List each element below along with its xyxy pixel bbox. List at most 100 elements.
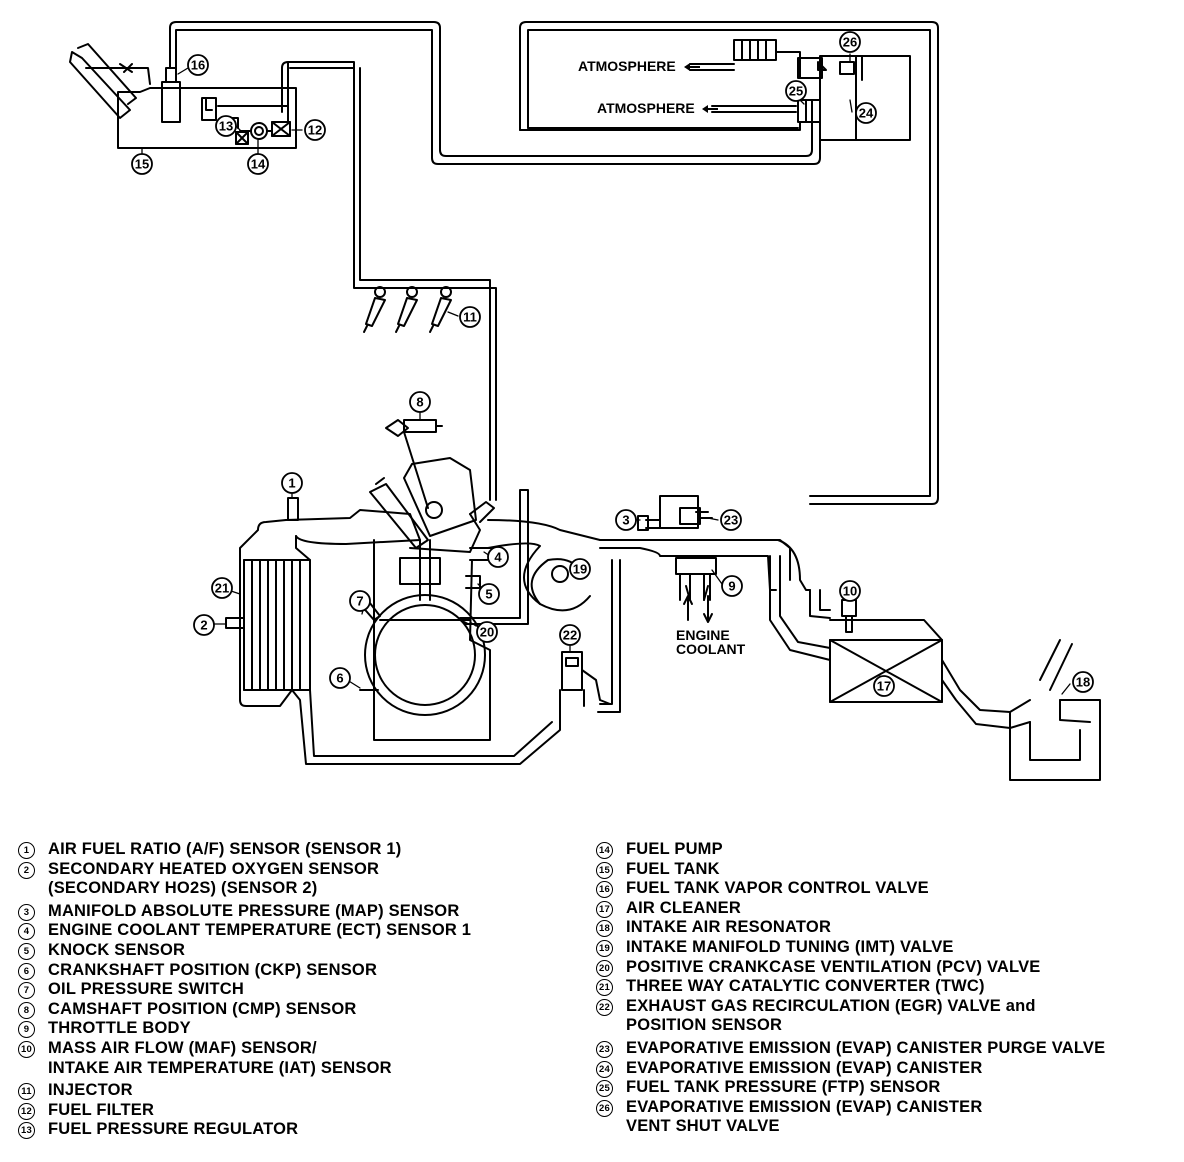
legend-text: INJECTOR xyxy=(48,1081,133,1100)
callout-26: 26 xyxy=(839,31,861,53)
legend-number: 2 xyxy=(18,861,35,879)
legend-number: 5 xyxy=(18,942,35,960)
legend-number: 19 xyxy=(596,939,613,957)
callout-25: 25 xyxy=(785,80,807,102)
callout-number: 14 xyxy=(251,157,266,172)
callout-number: 15 xyxy=(135,157,149,172)
callout-number: 18 xyxy=(1076,675,1090,690)
legend-item: 19 INTAKE MANIFOLD TUNING (IMT) VALVE xyxy=(596,938,1171,958)
legend-number: 26 xyxy=(596,1099,613,1117)
legend-item: 14 FUEL PUMP xyxy=(596,840,1171,860)
callout-21: 21 xyxy=(211,577,233,599)
air-intake xyxy=(769,555,1101,781)
legend-text: FUEL PRESSURE REGULATOR xyxy=(48,1120,299,1139)
callout-3: 3 xyxy=(615,509,637,531)
callout-number: 3 xyxy=(622,513,629,528)
legend-text: EVAPORATIVE EMISSION (EVAP) CANISTER VEN… xyxy=(626,1097,983,1136)
engine-coolant-arrows xyxy=(683,595,713,623)
callout-22: 22 xyxy=(559,624,581,646)
callout-number: 10 xyxy=(843,584,857,599)
callout-20: 20 xyxy=(476,621,498,643)
legend-number: 25 xyxy=(596,1080,613,1098)
legend-text: ENGINE COOLANT TEMPERATURE (ECT) SENSOR … xyxy=(48,921,472,940)
legend-text: MANIFOLD ABSOLUTE PRESSURE (MAP) SENSOR xyxy=(48,901,460,920)
legend-number: 18 xyxy=(596,920,613,938)
callout-number: 4 xyxy=(494,550,502,565)
callout-10: 10 xyxy=(839,580,861,602)
evap-purge-line xyxy=(519,21,939,505)
legend-text: CAMSHAFT POSITION (CMP) SENSOR xyxy=(48,999,357,1018)
callout-12: 12 xyxy=(304,119,326,141)
engine-coolant-label-1: ENGINE xyxy=(676,627,730,643)
engine-emission-system-diagram: ATMOSPHERE ATMOSPHERE ENGINE COOLANT 123… xyxy=(69,21,1101,781)
callout-number: 12 xyxy=(308,123,322,138)
legend-item: 24 EVAPORATIVE EMISSION (EVAP) CANISTER xyxy=(596,1059,1171,1079)
legend-text: INTAKE MANIFOLD TUNING (IMT) VALVE xyxy=(626,937,954,956)
legend-number: 24 xyxy=(596,1060,613,1078)
callout-number: 21 xyxy=(215,581,229,596)
legend-item: 13 FUEL PRESSURE REGULATOR xyxy=(18,1120,578,1140)
legend-text: POSITIVE CRANKCASE VENTILATION (PCV) VAL… xyxy=(626,957,1041,976)
legend-item: 8 CAMSHAFT POSITION (CMP) SENSOR xyxy=(18,1000,578,1020)
evap-canister xyxy=(689,39,911,141)
legend-number: 12 xyxy=(18,1102,35,1120)
egr-valve xyxy=(559,559,621,713)
callout-number: 1 xyxy=(288,476,295,491)
callout-23: 23 xyxy=(720,509,742,531)
callout-number: 25 xyxy=(789,84,803,99)
callout-4: 4 xyxy=(487,546,509,568)
legend-text: EVAPORATIVE EMISSION (EVAP) CANISTER xyxy=(626,1058,983,1077)
callout-number: 17 xyxy=(877,679,891,694)
legend-number: 3 xyxy=(18,903,35,921)
legend-number: 22 xyxy=(596,998,613,1016)
callout-number: 20 xyxy=(480,625,494,640)
callout-9: 9 xyxy=(721,575,743,597)
callout-5: 5 xyxy=(478,583,500,605)
legend-number: 1 xyxy=(18,842,35,859)
legend-text: THROTTLE BODY xyxy=(48,1019,191,1038)
vapor-line xyxy=(169,21,821,165)
legend-number: 13 xyxy=(18,1122,35,1140)
diagram-text-labels: ATMOSPHERE ATMOSPHERE ENGINE COOLANT xyxy=(578,58,746,657)
callout-number: 16 xyxy=(191,58,205,73)
engine-coolant-label-2: COOLANT xyxy=(676,641,746,657)
callout-number: 8 xyxy=(416,395,423,410)
legend-number: 8 xyxy=(18,1001,35,1019)
legend-item: 6 CRANKSHAFT POSITION (CKP) SENSOR xyxy=(18,961,578,981)
legend-text: AIR CLEANER xyxy=(626,898,741,917)
legend-number: 14 xyxy=(596,842,613,859)
callout-number: 5 xyxy=(485,587,492,602)
fuel-supply-line xyxy=(281,61,373,289)
exhaust-system xyxy=(225,497,561,765)
legend-text: FUEL PUMP xyxy=(626,840,723,858)
legend-item: 25 FUEL TANK PRESSURE (FTP) SENSOR xyxy=(596,1078,1171,1098)
callout-14: 14 xyxy=(247,153,269,175)
legend-item: 11 INJECTOR xyxy=(18,1081,578,1101)
legend-text: CRANKSHAFT POSITION (CKP) SENSOR xyxy=(48,960,378,979)
legend-item: 5 KNOCK SENSOR xyxy=(18,941,578,961)
intake-manifold xyxy=(459,489,661,625)
legend-number: 6 xyxy=(18,962,35,980)
callout-15: 15 xyxy=(131,153,153,175)
atmosphere-label-1: ATMOSPHERE xyxy=(578,58,676,74)
legend-number: 10 xyxy=(18,1040,35,1058)
legend-text: KNOCK SENSOR xyxy=(48,940,186,959)
engine-block xyxy=(359,457,495,741)
legend-number: 11 xyxy=(18,1083,35,1101)
callout-number: 7 xyxy=(356,594,363,609)
legend-text: FUEL TANK PRESSURE (FTP) SENSOR xyxy=(626,1078,941,1097)
callout-7: 7 xyxy=(349,590,371,612)
legend-number: 16 xyxy=(596,881,613,899)
atmosphere-label-2: ATMOSPHERE xyxy=(597,100,695,116)
legend-item: 26 EVAPORATIVE EMISSION (EVAP) CANISTER V… xyxy=(596,1098,1171,1137)
